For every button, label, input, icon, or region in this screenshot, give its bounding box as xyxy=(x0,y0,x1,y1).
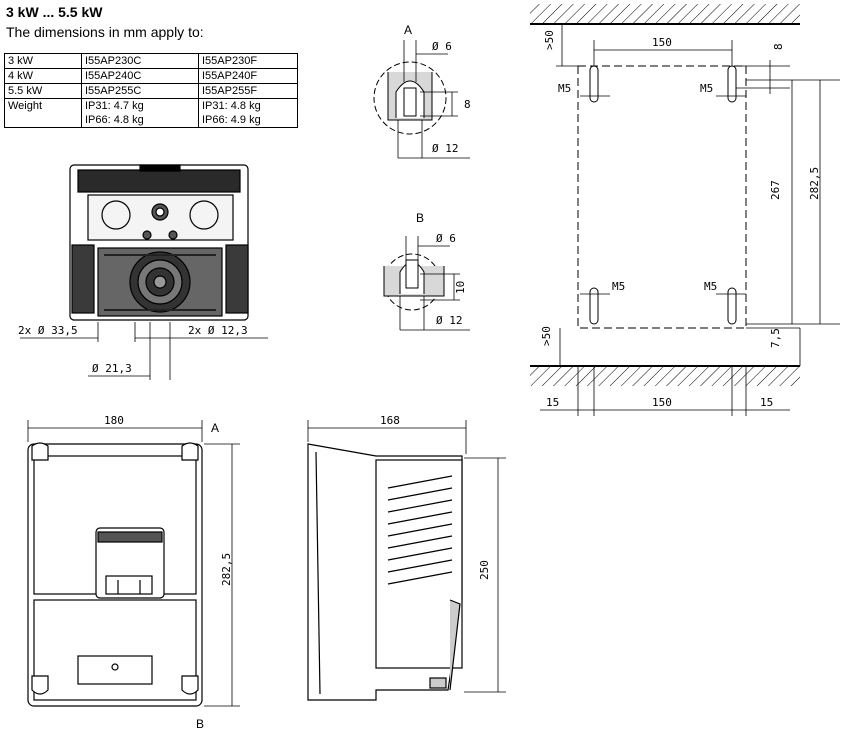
table-row: 5.5 kW I55AP255C I55AP255F xyxy=(4,83,298,99)
detail-a-label: A xyxy=(404,23,412,37)
wall-hatch-bottom xyxy=(530,366,800,386)
dim-margin-right: 15 xyxy=(760,396,773,409)
cable-entry-right xyxy=(189,200,219,230)
front-housing xyxy=(27,443,203,707)
model-table: 3 kW I55AP230C I55AP230F 4 kW I55AP240C … xyxy=(4,53,298,128)
mount-slot-bl xyxy=(589,287,599,325)
dim-side-depth: 168 xyxy=(380,414,400,427)
front-view-dims xyxy=(27,420,240,707)
detail-circle xyxy=(373,61,447,135)
table-cell: IP31: 4.8 kg IP66: 4.9 kg xyxy=(198,98,298,128)
dim-overall-height: 282,5 xyxy=(808,167,821,200)
detail-a-height: 8 xyxy=(464,98,471,111)
bottom-view-dims xyxy=(20,322,268,380)
front-label-b: B xyxy=(196,717,204,731)
wall-hatch-top xyxy=(530,4,800,24)
detail-b-dia-bottom: Ø 12 xyxy=(436,314,463,327)
dim-bottom-offset: 7,5 xyxy=(769,328,782,348)
side-view-dims xyxy=(307,420,506,693)
dim-side-height: 250 xyxy=(478,560,491,580)
weight-ip31: IP31: 4.7 kg xyxy=(85,100,144,112)
screw-label-tr: M5 xyxy=(700,82,713,95)
mount-slot-br xyxy=(727,287,737,325)
front-lower-panel xyxy=(33,599,197,701)
bottom-view xyxy=(69,164,249,321)
weight-ip66: IP66: 4.9 kg xyxy=(202,114,261,126)
dim-hole-spacing-bottom: 150 xyxy=(652,396,672,409)
heatsink-right xyxy=(225,244,249,314)
table-cell: IP31: 4.7 kg IP66: 4.8 kg xyxy=(81,98,199,128)
dim-hole-spacing-top: 150 xyxy=(652,36,672,49)
device-top-cover xyxy=(77,169,241,193)
page-title: 3 kW ... 5.5 kW xyxy=(6,4,103,20)
weight-ip66: IP66: 4.8 kg xyxy=(85,114,144,126)
dim-hole-left: 2x Ø 33,5 xyxy=(18,324,78,337)
screw-label-bl: M5 xyxy=(612,280,625,293)
dim-front-width: 180 xyxy=(104,414,124,427)
page-subtitle: The dimensions in mm apply to: xyxy=(6,24,204,40)
weight-ip31: IP31: 4.8 kg xyxy=(202,100,261,112)
dim-slot-width: 8 xyxy=(772,43,785,50)
dim-vertical-spacing: 267 xyxy=(769,180,782,200)
side-panel xyxy=(375,459,463,669)
detail-a xyxy=(373,40,470,159)
heatsink-left xyxy=(71,244,95,314)
dim-top-clearance: >50 xyxy=(543,30,556,50)
detail-b-height: 10 xyxy=(454,281,467,294)
mounting-drawing xyxy=(530,4,840,416)
front-label-plate xyxy=(77,655,153,685)
screw-label-tl: M5 xyxy=(558,82,571,95)
mount-slot-tr xyxy=(727,65,737,103)
detail-b-label: B xyxy=(416,211,424,225)
device-footprint xyxy=(577,65,747,329)
dim-hole-right: 2x Ø 12,3 xyxy=(188,324,248,337)
detail-a-dia-top: Ø 6 xyxy=(432,40,452,53)
keypad-connector xyxy=(105,575,153,595)
front-label-a: A xyxy=(211,421,219,435)
front-view xyxy=(27,442,203,707)
table-row: Weight IP31: 4.7 kg IP66: 4.8 kg IP31: 4… xyxy=(4,98,298,128)
dim-bottom-clearance: >50 xyxy=(540,326,553,346)
mount-slot-tl xyxy=(589,65,599,103)
dim-margin-left: 15 xyxy=(546,396,559,409)
dim-hole-center: Ø 21,3 xyxy=(92,362,132,375)
screw-label-br: M5 xyxy=(704,280,717,293)
detail-b xyxy=(383,236,470,331)
table-cell: I55AP255F xyxy=(198,83,298,99)
side-view xyxy=(307,443,463,701)
detail-a-dia-bottom: Ø 12 xyxy=(432,142,459,155)
detail-b-dia-top: Ø 6 xyxy=(436,232,456,245)
cable-entry-left xyxy=(101,200,131,230)
dim-front-height: 282,5 xyxy=(220,553,233,586)
